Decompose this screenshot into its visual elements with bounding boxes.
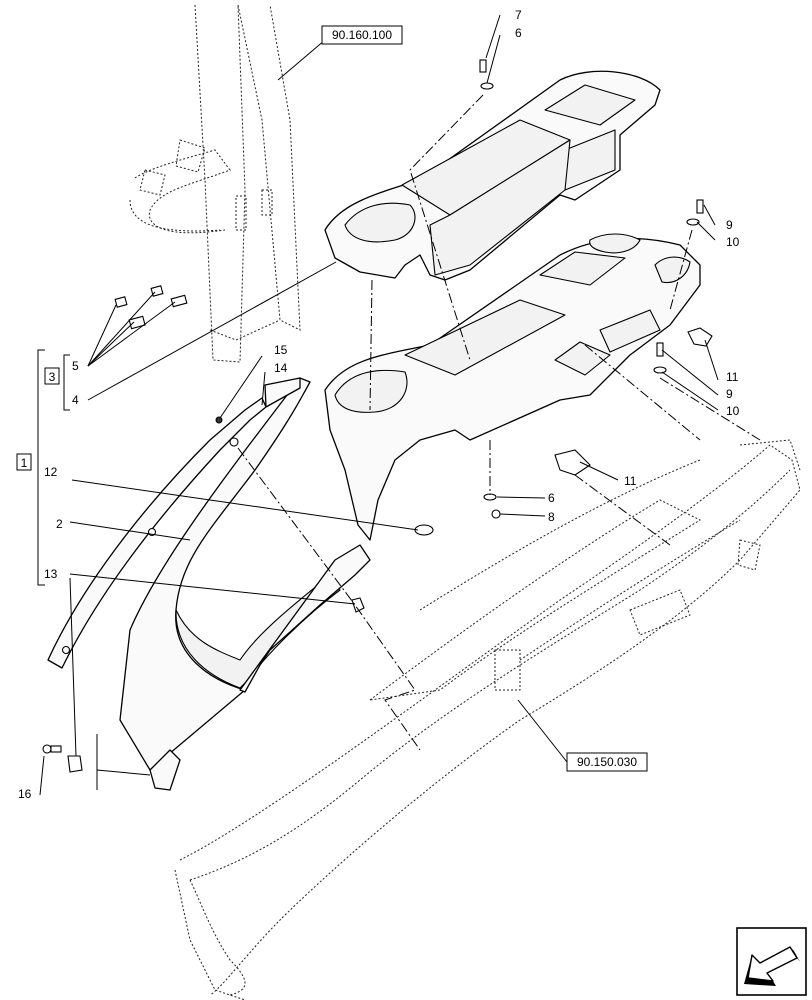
trim-strip (47, 377, 301, 669)
callout-16: 16 (18, 787, 32, 801)
hardware (42, 59, 713, 773)
callout-6-top: 6 (515, 26, 522, 40)
side-trim-panel (119, 377, 371, 791)
washer-10-top-icon (686, 218, 700, 226)
callout-6-mid: 6 (548, 491, 555, 505)
callout-13: 13 (44, 567, 58, 581)
ref-label-dashboard-frame: 90.150.030 (577, 755, 637, 769)
callout-11-top: 11 (726, 370, 739, 384)
strip-hole-icon (229, 437, 239, 447)
console-panel (324, 233, 701, 541)
callout-9-mid: 9 (726, 387, 733, 401)
callout-10-top: 10 (726, 235, 740, 249)
callout-10-mid: 10 (726, 404, 740, 418)
callout-8: 8 (548, 510, 555, 524)
screw-16-icon (42, 744, 52, 754)
callout-3: 3 (49, 370, 56, 384)
callout-numbers: 5 4 12 2 13 15 14 16 7 6 9 10 11 9 10 11… (18, 8, 740, 801)
callout-4: 4 (72, 393, 79, 407)
ref-90-150-030: 90.150.030 (566, 752, 648, 772)
screw-16-shank-icon (50, 745, 62, 753)
clip-5-d-icon (128, 315, 146, 330)
clip-13-icon (351, 597, 365, 613)
callout-5: 5 (72, 359, 79, 373)
callout-11-mid: 11 (624, 474, 637, 488)
screw-9-mid-icon (656, 342, 664, 357)
strip-hole-icon (61, 645, 71, 655)
ref-90-160-100: 90.160.100 (321, 25, 403, 45)
alignment-lines (237, 94, 761, 751)
washer-6-top-icon (480, 82, 494, 90)
callout-box-3: 3 (44, 367, 60, 385)
callout-12: 12 (44, 465, 58, 479)
nut-8-icon (491, 509, 501, 519)
callout-box-1: 1 (16, 453, 32, 471)
callout-9-top: 9 (726, 218, 733, 232)
cab-pillar-ghost (129, 4, 301, 363)
callout-7: 7 (515, 8, 522, 22)
assembly-brackets (37, 349, 70, 586)
callout-14: 14 (274, 361, 288, 375)
clip-11-top-icon (687, 327, 713, 347)
dashboard-frame-ghost (174, 439, 801, 1000)
arrow-left-down-icon[interactable] (736, 927, 807, 996)
ref-label-cab-pillar: 90.160.100 (332, 28, 392, 42)
screw-15-icon (215, 416, 223, 424)
clip-5-c-icon (170, 294, 188, 308)
clip-11-mid-icon (554, 449, 591, 476)
washer-10-mid-icon (653, 366, 667, 374)
screw-9-top-icon (696, 199, 704, 214)
callout-15: 15 (274, 343, 288, 357)
callout-2: 2 (56, 517, 63, 531)
leader-lines (39, 14, 719, 796)
cup-holder-tray (324, 70, 661, 281)
callout-1: 1 (21, 456, 28, 470)
clip-5-a-icon (114, 296, 128, 308)
screw-7-icon (479, 59, 487, 73)
clip-13-lower-icon (67, 755, 83, 773)
